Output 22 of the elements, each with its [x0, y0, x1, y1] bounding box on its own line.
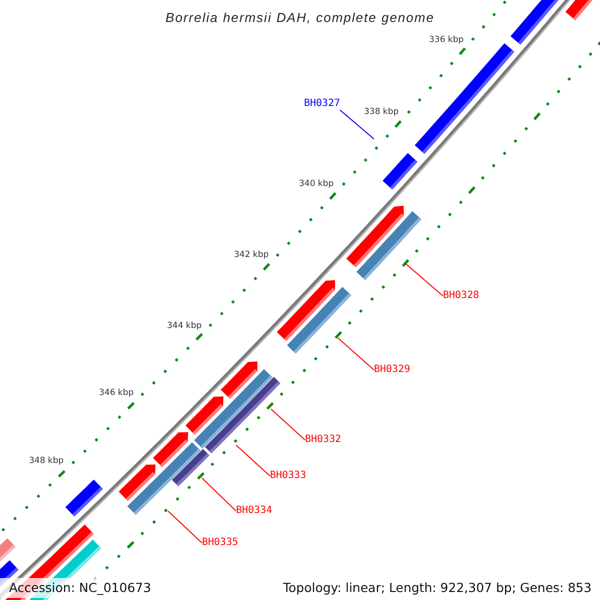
- scale-label: 346 kbp: [99, 387, 134, 399]
- leader-line: [202, 478, 236, 512]
- leader-line: [270, 408, 306, 440]
- scale-label: 340 kbp: [299, 178, 334, 190]
- leader-line: [340, 110, 374, 140]
- scale-label: 348 kbp: [29, 455, 64, 467]
- scale-label: 344 kbp: [167, 320, 202, 332]
- leader-line: [406, 264, 444, 296]
- scale-label: 336 kbp: [429, 34, 464, 46]
- gene-label: BH0335: [202, 537, 238, 549]
- gene-label: BH0333: [270, 470, 306, 482]
- gene-label: BH0327: [304, 98, 340, 110]
- title: Borrelia hermsii DAH, complete genome: [164, 10, 436, 25]
- gene-label: BH0332: [305, 434, 342, 446]
- leader-line: [236, 444, 270, 476]
- gene-label: BH0328: [443, 290, 480, 302]
- leader-line: [338, 338, 374, 370]
- gene-label: BH0329: [374, 364, 410, 376]
- scale-label: 338 kbp: [364, 106, 399, 118]
- leader-line: [168, 510, 202, 544]
- gene-label: BH0334: [236, 505, 272, 517]
- scale-label: 342 kbp: [234, 249, 269, 261]
